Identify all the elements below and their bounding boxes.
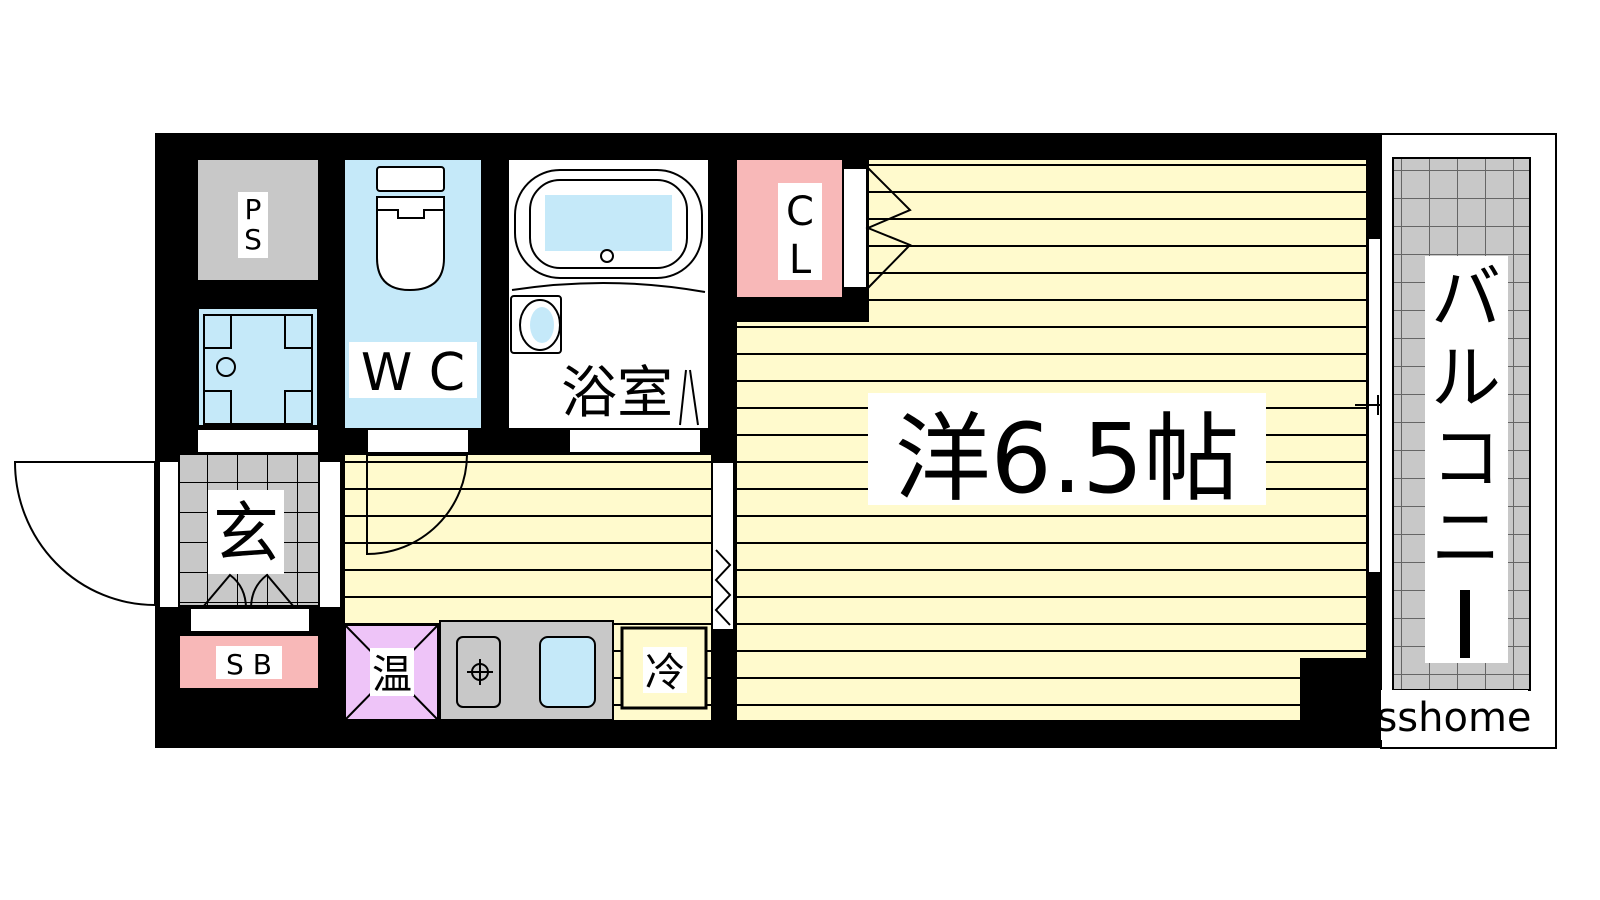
balcony-label-2: ル [1431,337,1501,419]
ps-label-s: S [244,223,262,256]
bathroom: 浴室 [509,160,708,452]
sink [539,636,596,708]
wc-door[interactable] [366,454,469,556]
fridge-label: 冷 [645,650,685,696]
shoe-box-label: S B [226,648,272,681]
step [189,607,311,633]
wc-label: W C [361,343,465,403]
main-room-label: 洋6.5帖 [895,403,1240,515]
balcony: バ ル コ ニ ー sshome [1376,133,1557,749]
fridge: 冷 [620,626,708,710]
water-heater: 温 [344,624,439,721]
kitchen: 温 冷 [344,454,735,721]
ps-label-p: P [245,193,262,226]
kitchen-counter [439,620,614,721]
pipe-space: P S [198,160,318,280]
closet: C L [737,160,912,297]
bathtub [514,169,703,279]
balcony-label-1: バ [1431,257,1501,339]
balcony-label-3: コ [1431,417,1501,499]
watermark: sshome [1376,695,1531,741]
balcony-label-5-mark [1460,590,1470,658]
toilet-icon [376,166,445,292]
toilet-room: W C [345,160,481,452]
entrance-label: 玄 [213,495,279,572]
closet-label-c: C [786,189,814,235]
entrance-door[interactable] [13,461,156,607]
bath-label: 浴室 [561,361,673,426]
closet-folding-door[interactable] [865,167,912,289]
washing-machine-space [197,307,319,452]
shoe-box: S B [180,636,318,688]
water-heater-label: 温 [372,652,412,698]
balcony-label-4: ニ [1431,497,1501,579]
closet-label-l: L [789,237,812,283]
entrance: 玄 [13,455,340,633]
washbasin [510,295,562,354]
balcony-label-5: ー [1466,639,1467,641]
